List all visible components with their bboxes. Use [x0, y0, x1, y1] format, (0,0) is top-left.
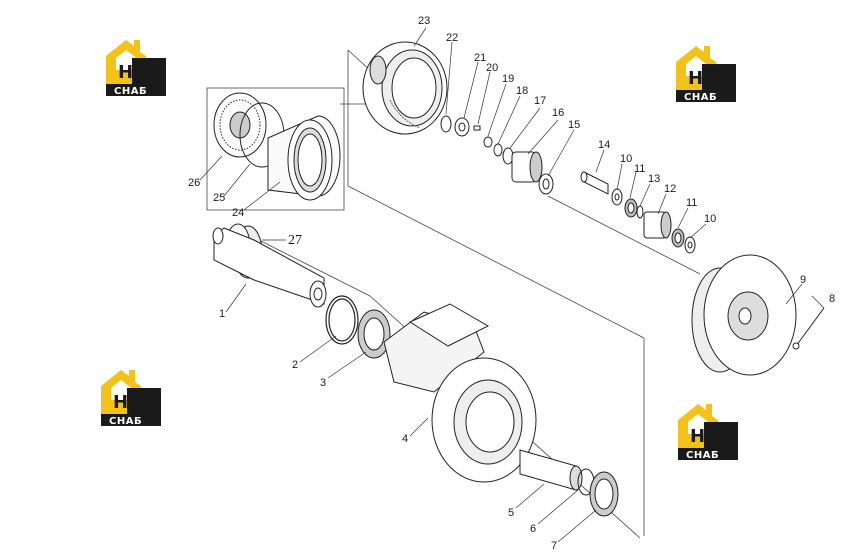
- label-9: 9: [800, 274, 806, 286]
- label-15: 15: [568, 119, 580, 131]
- pin-20: [473, 125, 481, 131]
- label-16: 16: [552, 107, 564, 119]
- snap-ring-22: [440, 115, 452, 133]
- spacer-13: [636, 205, 644, 219]
- label-7: 7: [551, 540, 557, 552]
- logo-mark: HB: [690, 426, 719, 447]
- logo-caption: СНАБ: [114, 86, 147, 97]
- label-5: 5: [508, 507, 514, 519]
- seal-7: [589, 471, 619, 517]
- logo-mark: HB: [688, 68, 717, 89]
- part-labels: 1 2 3 4 5 6 7 8 9 10 10 11 11 12 13 14 1…: [188, 15, 835, 552]
- internal-ring-24: [267, 115, 341, 201]
- logo-mark: HB: [113, 392, 142, 413]
- shaft-14: [580, 171, 609, 195]
- bolt-8: [792, 307, 825, 350]
- logo-caption: СНАБ: [686, 450, 719, 461]
- brand-logo: HB СНАБ: [106, 40, 166, 97]
- snap-ring-2: [325, 295, 359, 345]
- label-17: 17: [534, 95, 546, 107]
- label-20: 20: [486, 62, 498, 74]
- sleeve-5: [519, 449, 583, 491]
- planet-carrier-26: [213, 92, 267, 158]
- label-10: 10: [620, 153, 632, 165]
- hub-cover-9: [691, 254, 797, 376]
- label-3: 3: [320, 377, 326, 389]
- washer-10b: [684, 236, 696, 254]
- logo-mark: HB: [118, 62, 147, 83]
- label-22: 22: [446, 32, 458, 44]
- sun-gear-16: [511, 151, 543, 183]
- brand-logo: HB СНАБ: [101, 370, 161, 427]
- brand-logo: HB СНАБ: [676, 46, 736, 103]
- label-23: 23: [418, 15, 430, 27]
- label-1: 1: [219, 308, 225, 320]
- label-25: 25: [213, 192, 225, 204]
- input-shaft-1: [212, 227, 327, 308]
- label-24: 24: [232, 207, 244, 219]
- brand-logo: HB СНАБ: [678, 404, 738, 461]
- washer-10: [611, 188, 623, 206]
- label-2: 2: [292, 359, 298, 371]
- washer-15: [538, 173, 554, 195]
- planet-gear-12: [643, 211, 672, 239]
- label-19: 19: [502, 73, 514, 85]
- bearing-11: [624, 198, 638, 218]
- logo-caption: СНАБ: [109, 416, 142, 427]
- label-11: 11: [686, 197, 697, 209]
- label-8: 8: [829, 293, 835, 305]
- logo-caption: СНАБ: [684, 92, 717, 103]
- label-6: 6: [530, 523, 536, 535]
- housing-4: [383, 303, 537, 483]
- leader-lines: [199, 27, 825, 543]
- ring-gear-23: [362, 41, 448, 135]
- washer-21: [454, 117, 470, 137]
- label-4: 4: [402, 433, 408, 445]
- bushing-19: [483, 136, 493, 148]
- label-26: 26: [188, 177, 200, 189]
- label-11: 11: [634, 163, 645, 175]
- bearing-11b: [671, 228, 685, 248]
- label-13: 13: [648, 173, 660, 185]
- label-21: 21: [474, 52, 486, 64]
- shim-18: [493, 143, 503, 157]
- label-10: 10: [704, 213, 716, 225]
- bearing-3: [357, 309, 391, 359]
- label-27: 27: [288, 233, 302, 248]
- label-12: 12: [664, 183, 676, 195]
- label-14: 14: [598, 139, 610, 151]
- label-18: 18: [516, 85, 528, 97]
